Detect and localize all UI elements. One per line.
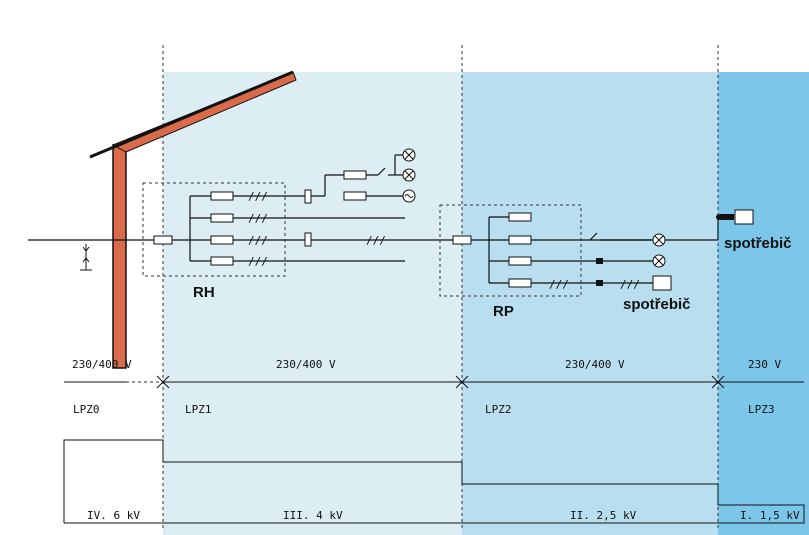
sub-board-label: RP [493, 303, 514, 320]
sub-board-rp-box [439, 204, 582, 297]
withstand-label: III. 4 kV [283, 509, 343, 522]
main-board-rh-box [142, 182, 286, 277]
roof-outline [89, 70, 294, 159]
zone-label: LPZ3 [748, 403, 775, 416]
rh-input-fuse [153, 235, 173, 245]
socket-icon [596, 258, 603, 264]
svg-text:///: /// [248, 255, 268, 268]
appliance-label-lpz3: spotřebič [724, 235, 792, 252]
appliance-label-rp: spotřebič [623, 296, 691, 313]
rp-outgoing-circuits: /// [589, 232, 672, 291]
voltage-label: 230 V [748, 358, 781, 371]
zone-label: LPZ0 [73, 403, 100, 416]
zone-axis [64, 375, 804, 389]
withstand-label: II. 2,5 kV [570, 509, 637, 522]
main-board-label: RH [193, 284, 215, 301]
svg-text:///: /// [248, 212, 268, 225]
withstand-label: IV. 6 kV [87, 509, 140, 522]
building [89, 70, 297, 369]
rp-input-fuse [452, 235, 472, 245]
svg-text:///: /// [248, 234, 268, 247]
lpz3-appliance [716, 209, 754, 240]
zone-lpz1-background [163, 72, 462, 535]
earthing-symbol [80, 244, 92, 271]
voltage-label: 230/400 V [276, 358, 336, 371]
zone-lpz3-background [718, 72, 809, 535]
svg-text:///: /// [620, 278, 640, 291]
building-wall [112, 144, 127, 369]
svg-text:///: /// [549, 278, 569, 291]
svg-text:///: /// [248, 190, 268, 203]
withstand-label: I. 1,5 kV [740, 509, 800, 522]
rh-outgoing-circuits [324, 148, 416, 203]
svg-text:///: /// [366, 234, 386, 247]
rp-branches: /// [488, 212, 653, 291]
zone-label: LPZ2 [485, 403, 512, 416]
zone-label: LPZ1 [185, 403, 212, 416]
rh-branches: /// /// /// /// /// [189, 189, 405, 268]
withstand-step-profile [63, 439, 805, 524]
voltage-label: 230/400 V [565, 358, 625, 371]
appliance-icon [652, 275, 672, 291]
voltage-label: 230/400 V [72, 358, 132, 371]
socket-icon [596, 280, 603, 286]
zone-lpz2-background [462, 72, 718, 535]
appliance-icon [734, 209, 754, 225]
